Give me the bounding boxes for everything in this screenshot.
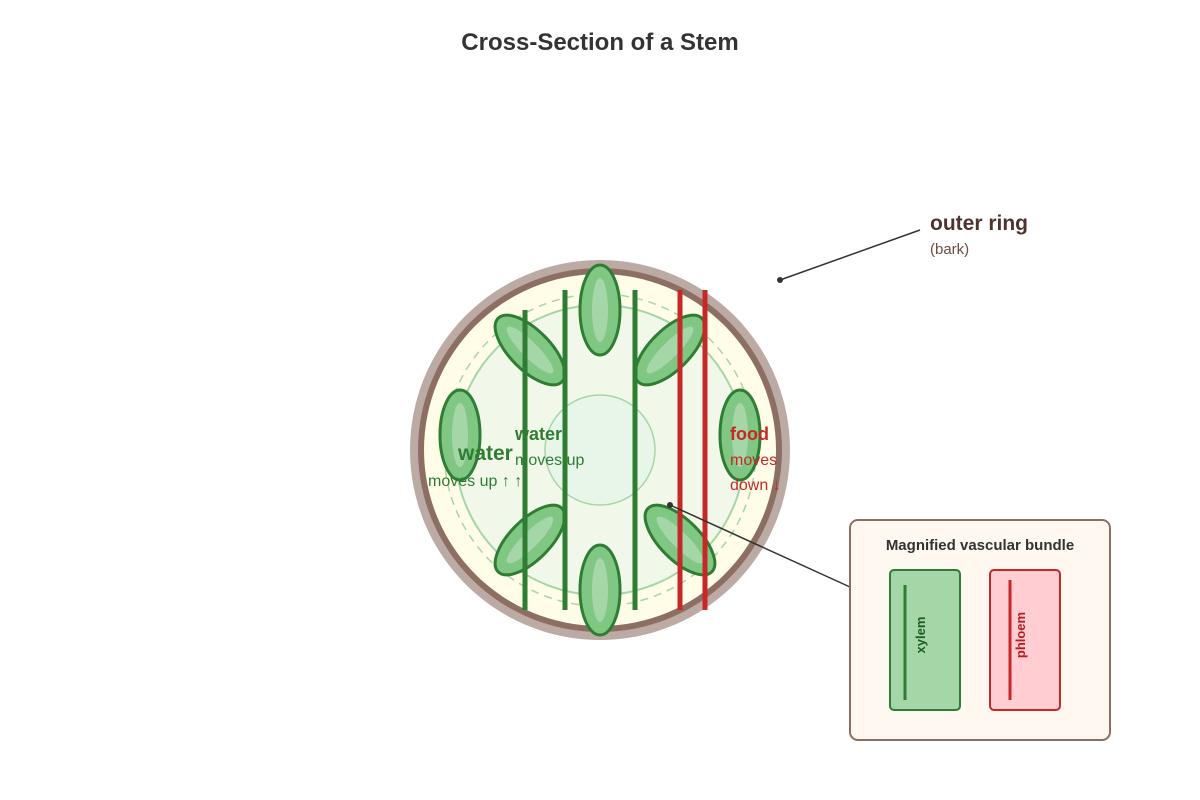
water-center-label: water	[514, 424, 562, 444]
vascular-bundle	[578, 263, 622, 357]
food-label: food	[730, 424, 769, 444]
magnifier-leader-line	[669, 504, 851, 588]
vascular-bundle	[493, 313, 567, 387]
inset-xylem-box	[889, 569, 961, 711]
inset-title: Magnified vascular bundle	[886, 537, 1074, 554]
bark-label: outer ring	[930, 212, 1028, 235]
vascular-bundle	[438, 388, 482, 482]
water-left-sublabel: moves up ↑ ↑	[428, 473, 522, 490]
vascular-bundle	[718, 388, 762, 482]
bark-leader-dot	[777, 277, 783, 283]
inset-xylem-label: xylem	[913, 617, 928, 654]
inset-phloem-box	[989, 569, 1061, 711]
vascular-bundle	[578, 543, 622, 637]
vascular-bundle	[493, 503, 567, 577]
magnified-bundle-inset: Magnified vascular bundle xylem phloem	[849, 519, 1111, 741]
food-sublabel-2: down ↓	[730, 477, 781, 494]
stem-cross-section	[410, 260, 790, 640]
diagram-title: Cross-Section of a Stem	[461, 29, 738, 56]
magnifier-leader-dot	[667, 502, 673, 508]
inset-phloem-label: phloem	[1013, 612, 1028, 658]
water-center-sublabel: moves up	[515, 452, 584, 469]
bark-leader-line	[779, 229, 921, 281]
pith	[544, 394, 656, 506]
water-left-label: water	[457, 442, 513, 465]
bark-sublabel: (bark)	[930, 241, 969, 258]
food-sublabel-1: moves	[730, 452, 777, 469]
